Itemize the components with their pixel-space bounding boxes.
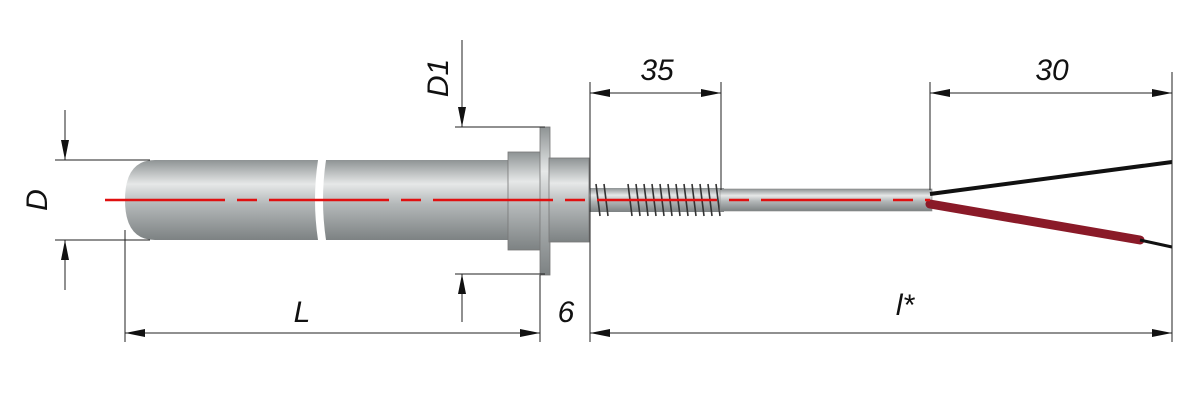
lead-wires xyxy=(925,160,1173,249)
label-gap: 6 xyxy=(558,296,575,329)
label-L: L xyxy=(294,296,311,329)
dimension-D1: D1 xyxy=(422,40,466,322)
label-D1: D1 xyxy=(422,59,455,97)
dimension-D: D xyxy=(21,110,69,290)
dimension-30: 30 xyxy=(930,54,1172,97)
label-lead-length: l* xyxy=(896,289,916,322)
dimension-lead-length: l* xyxy=(590,289,1172,337)
dimension-35: 35 xyxy=(590,54,721,97)
label-thread-length: 35 xyxy=(640,54,674,87)
dimension-6: 6 xyxy=(558,296,575,329)
thread-coil xyxy=(715,183,721,217)
extension-lines xyxy=(55,72,1173,342)
label-D: D xyxy=(21,189,54,211)
label-wire-length: 30 xyxy=(1035,54,1069,87)
dimension-L: L xyxy=(125,296,540,337)
